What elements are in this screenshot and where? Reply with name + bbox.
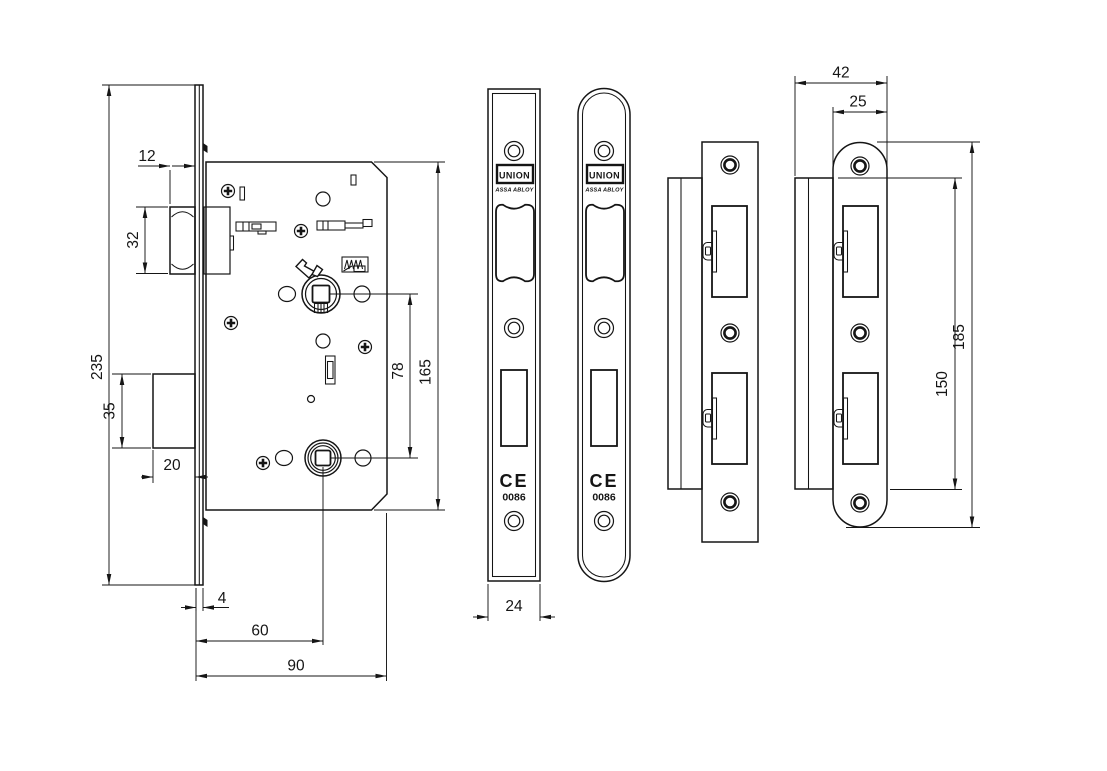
brand-logo-text: UNION	[589, 171, 620, 181]
latch-aperture	[711, 205, 748, 298]
aperture-clip	[833, 397, 849, 440]
screw-hole	[503, 317, 525, 339]
screw-hole	[719, 154, 741, 176]
lock-body-side-view	[152, 84, 418, 645]
dim-strike-lip-length-label: 150	[934, 371, 951, 397]
deadbolt	[152, 373, 196, 449]
case-hole	[315, 191, 331, 207]
phillips-screw	[357, 339, 373, 355]
faceplate-radius-view: UNION ASSA ABLOY CE 0086	[577, 87, 631, 583]
dim-forend-length-label: 235	[89, 354, 106, 380]
case-hole-small	[306, 394, 316, 404]
deadbolt-aperture	[842, 372, 879, 465]
dim-strike-plate-width-label: 25	[849, 94, 866, 111]
latch-cutout	[585, 203, 625, 283]
phillips-screw	[223, 315, 239, 331]
ce-mark-text: CE	[589, 471, 618, 491]
screw-hole	[503, 510, 525, 532]
ce-number-text: 0086	[592, 492, 616, 504]
latch-aperture	[842, 205, 879, 298]
brand-sub-text: ASSA ABLOY	[494, 188, 534, 194]
dim-backset-label: 60	[251, 623, 269, 640]
lock-case-outline	[205, 161, 388, 511]
brand-sub-text: ASSA ABLOY	[584, 188, 624, 194]
spindle-follower-top	[294, 258, 341, 314]
brand-badge: UNION	[495, 163, 535, 185]
spring-detail	[341, 256, 369, 273]
strike-plate-radius-view	[794, 141, 888, 528]
dim-deadbolt-throw-label: 20	[163, 457, 181, 474]
screw-hole	[593, 317, 615, 339]
case-hole	[315, 333, 331, 349]
brand-logo-text: UNION	[499, 171, 530, 181]
left-lever-arm	[235, 221, 277, 235]
strike-plate-square-view	[667, 141, 759, 543]
deadbolt-cutout	[590, 369, 618, 447]
deadbolt-aperture	[711, 372, 748, 465]
lock-body-dimensions: 12 32 235 35 20 4 60 90 78	[89, 84, 445, 681]
snib-slider-slot	[324, 355, 336, 385]
case-slot	[350, 174, 357, 186]
ce-mark-text: CE	[499, 471, 528, 491]
right-lever-arm	[316, 218, 373, 231]
phillips-screw	[293, 223, 309, 239]
screw-hole	[593, 510, 615, 532]
spindle-square-hole	[314, 449, 332, 467]
phillips-screw	[255, 455, 271, 471]
case-slot	[239, 186, 246, 201]
screw-hole	[719, 322, 741, 344]
deadbolt-cutout	[500, 369, 528, 447]
screw-hole	[849, 155, 871, 177]
follower-cam-lobe	[294, 258, 316, 279]
screw-hole	[719, 491, 741, 513]
forend-fixing-tab	[203, 143, 208, 153]
screw-hole	[593, 140, 615, 162]
forend-fixing-tab	[203, 517, 208, 527]
dim-case-depth-label: 90	[287, 658, 305, 675]
faceplate-square-view: UNION ASSA ABLOY CE 0086 24	[473, 88, 555, 621]
screw-hole	[849, 492, 871, 514]
dim-forend-thickness-label: 4	[218, 590, 227, 607]
ce-number-text: 0086	[502, 492, 526, 504]
dim-latch-height-label: 32	[125, 231, 142, 248]
strike-plate-dimensions: 42 25 185 150	[794, 65, 980, 528]
latch-bolt	[169, 206, 235, 275]
screw-hole	[503, 140, 525, 162]
dim-latch-protrusion-label: 12	[138, 148, 155, 165]
follower-cam-notch	[310, 264, 324, 278]
screw-hole	[849, 322, 871, 344]
dim-deadbolt-height-label: 35	[102, 402, 119, 419]
aperture-clip	[702, 230, 718, 273]
case-hole	[274, 449, 294, 467]
dim-case-height-label: 165	[418, 359, 435, 385]
dim-follower-centres-label: 78	[390, 362, 407, 379]
phillips-screw	[220, 183, 236, 199]
dim-strike-overall-length-label: 185	[951, 324, 968, 350]
aperture-clip	[833, 230, 849, 273]
case-hole	[277, 285, 297, 303]
brand-badge: UNION	[585, 163, 625, 185]
latch-cutout	[495, 203, 535, 283]
spindle-square-hole	[311, 284, 331, 304]
dim-faceplate-width-label: 24	[505, 598, 523, 615]
dim-strike-overall-width-label: 42	[832, 65, 849, 82]
aperture-clip	[702, 397, 718, 440]
